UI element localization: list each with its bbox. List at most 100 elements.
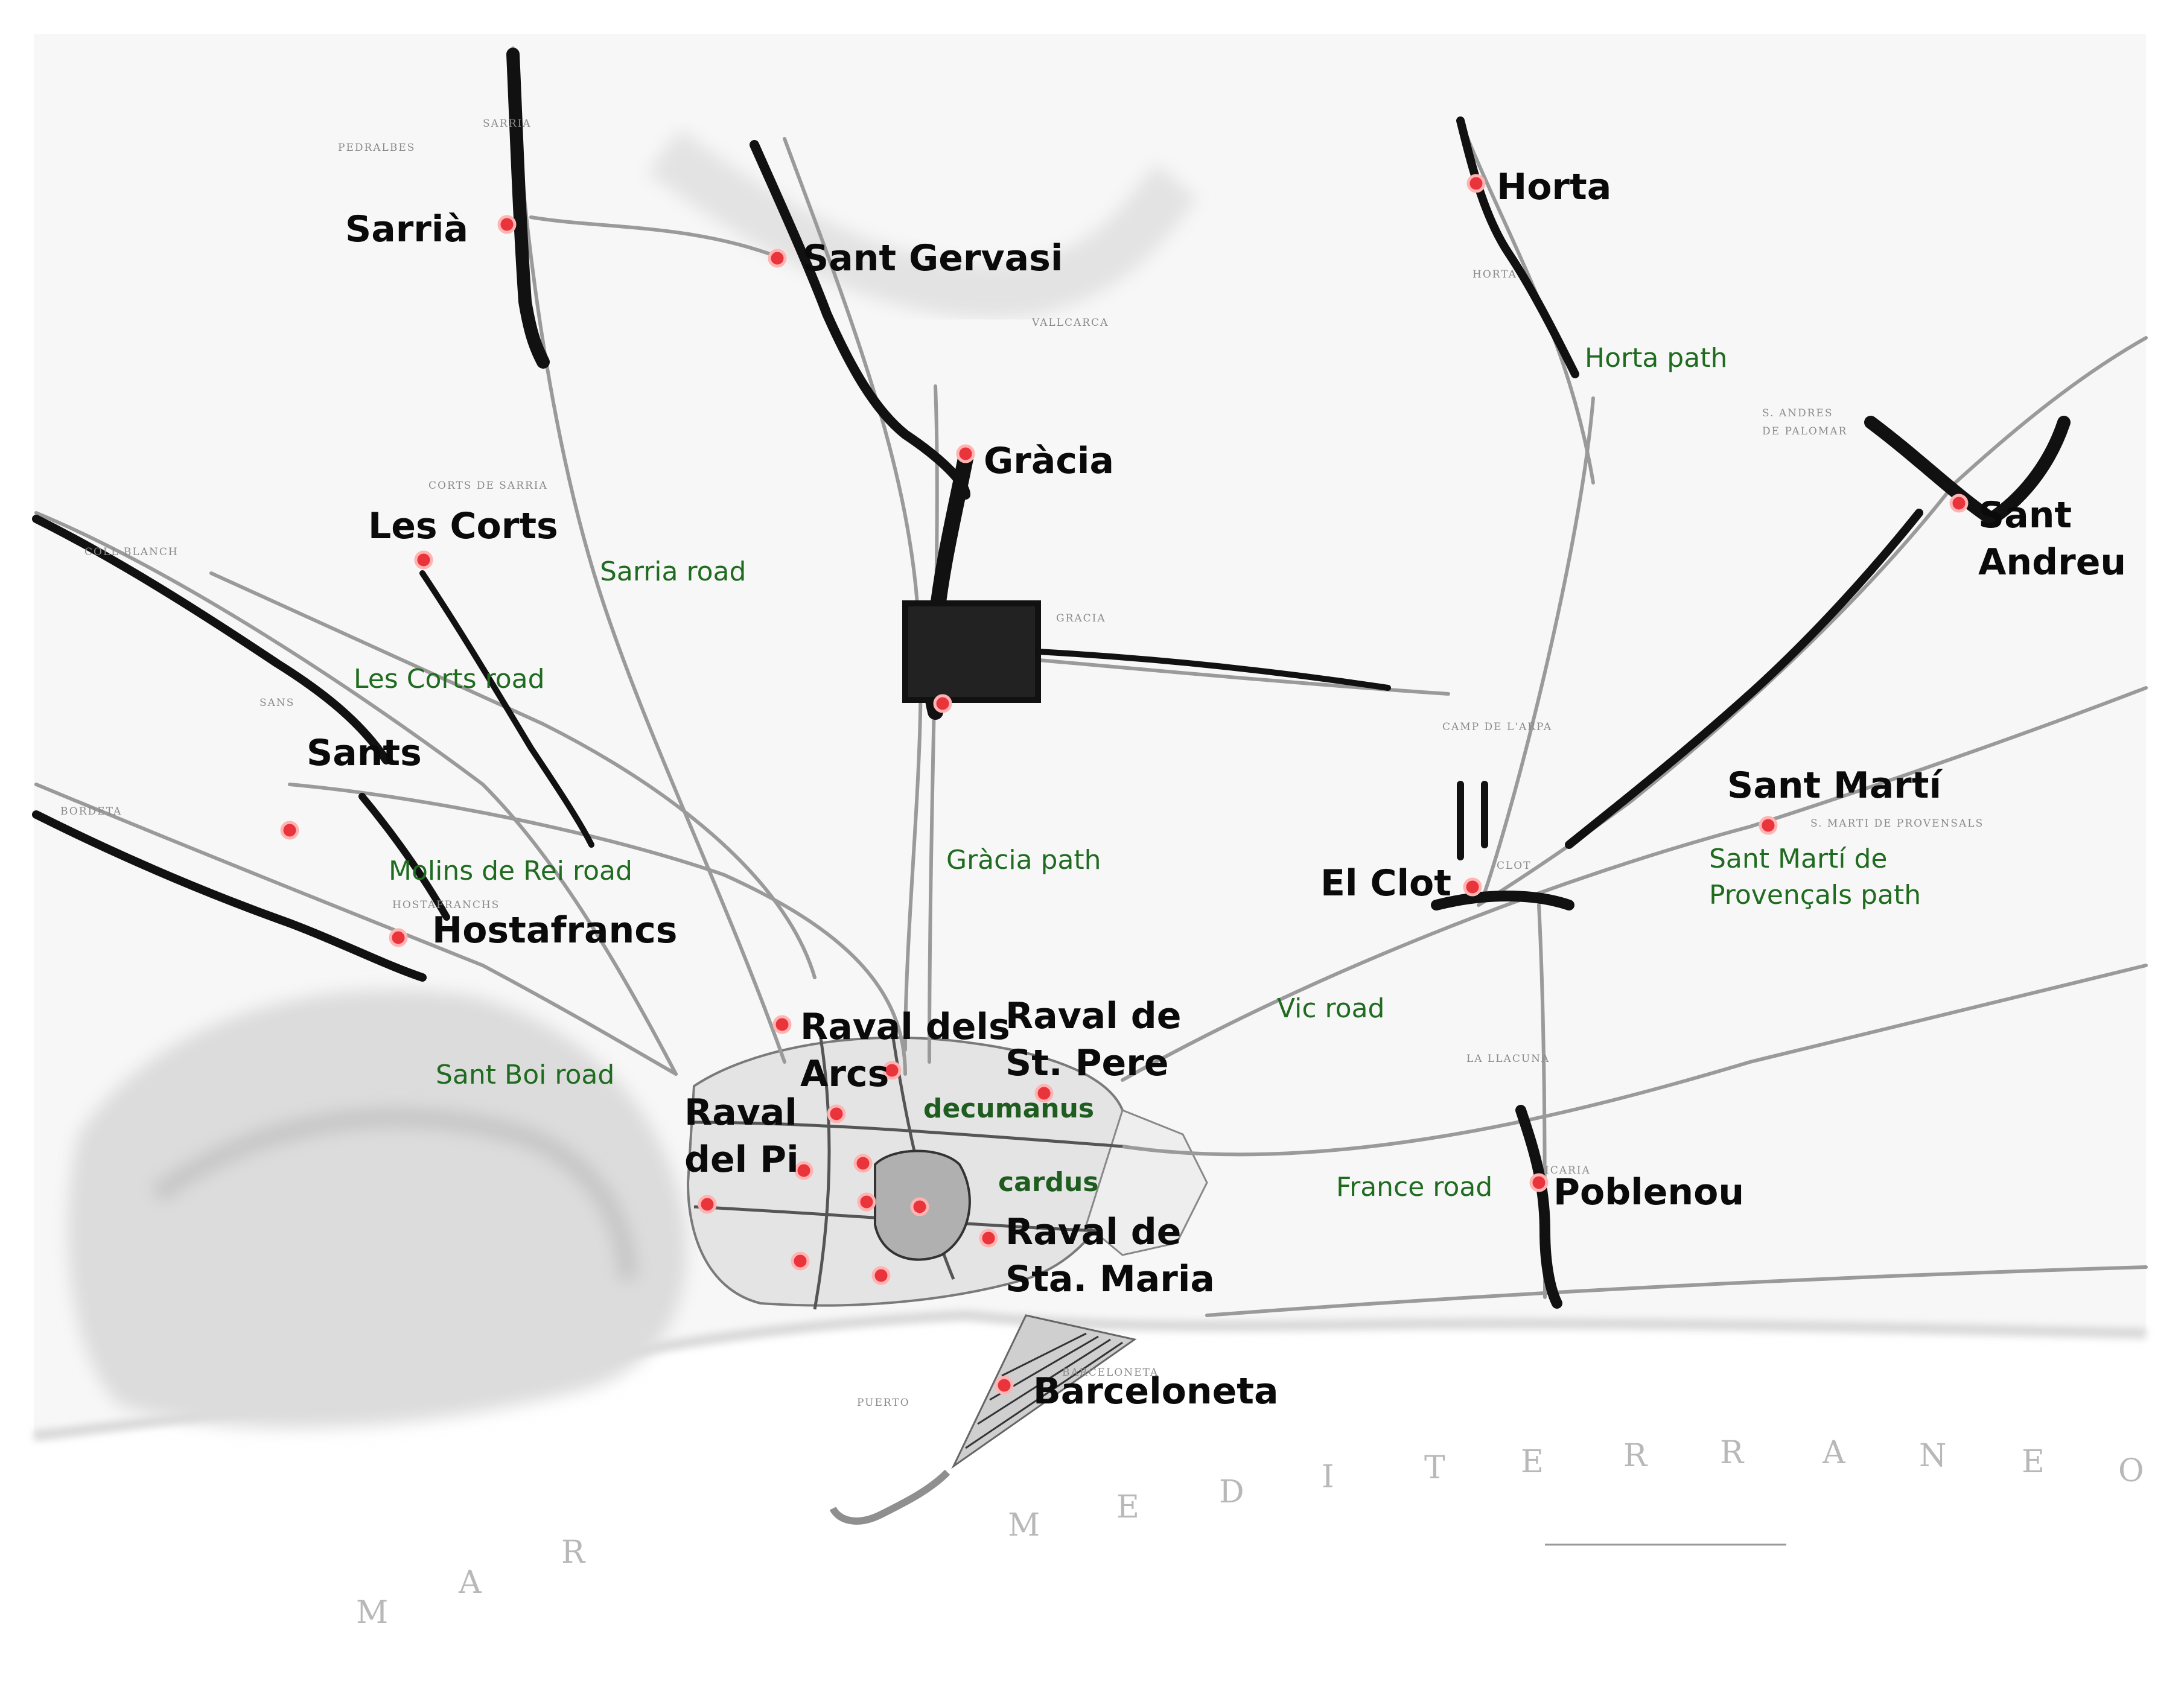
print-coll-blanch: COLL BLANCH: [84, 546, 179, 558]
sea-letter: A: [1822, 1435, 1847, 1471]
road-label-molins-road: Molins de Rei road: [389, 856, 632, 886]
label-barceloneta: Barceloneta: [1033, 1370, 1278, 1412]
marker-sant-andreu: [1949, 494, 1969, 513]
label-raval-pi-1: Raval: [684, 1092, 797, 1134]
print-puerto: PUERTO: [857, 1397, 910, 1409]
road-label-cardus: cardus: [998, 1167, 1098, 1198]
label-sant-marti: Sant Martí: [1727, 764, 1943, 807]
print-pedralbes: PEDRALBES: [338, 142, 415, 154]
marker-old-city-1: [698, 1195, 717, 1214]
road-label-sant-marti-path-2: Provençals path: [1709, 880, 1921, 910]
marker-barceloneta: [995, 1376, 1014, 1395]
road-label-sant-boi-road: Sant Boi road: [436, 1060, 614, 1090]
sea-letter: A: [458, 1565, 483, 1601]
place-labels: Sarrià Sant Gervasi Horta Gràcia Les Cor…: [307, 166, 2126, 1412]
montjuic-hill: [68, 990, 687, 1429]
road-label-sarria-road: Sarria road: [600, 556, 746, 587]
breakwater: [829, 1469, 950, 1525]
marker-hostafrancs: [389, 928, 408, 947]
marker-sant-marti: [1759, 816, 1778, 835]
sea-letter: N: [1919, 1438, 1948, 1474]
sea-letter: E: [1521, 1444, 1545, 1480]
print-vallcarca: VALLCARCA: [1031, 317, 1109, 329]
marker-poblenou: [1529, 1173, 1549, 1192]
sea-name: M A R M E D I T E R R A N E O: [356, 1435, 2145, 1631]
marker-old-city-5: [871, 1266, 891, 1285]
sea-letter: D: [1219, 1474, 1246, 1510]
marker-old-city-3: [910, 1197, 929, 1216]
print-sarria: SARRIA: [483, 118, 532, 130]
marker-raval-pi-2: [853, 1154, 873, 1173]
sea-letter: R: [1720, 1435, 1745, 1471]
print-barceloneta: BARCELONETA: [1062, 1367, 1159, 1379]
marker-raval-pere: [1034, 1084, 1054, 1103]
print-de-palomar: DE PALOMAR: [1762, 425, 1847, 437]
print-camp-arpa: CAMP DE L'ARPA: [1442, 721, 1552, 733]
print-sans: SANS: [259, 697, 294, 709]
print-icaria: ICARIA: [1545, 1165, 1591, 1177]
label-sants: Sants: [307, 732, 422, 774]
sea-letter: E: [1116, 1489, 1141, 1525]
montjuic-ridge: [151, 1108, 637, 1280]
print-hostafranchs: HOSTAFRANCHS: [392, 899, 500, 911]
label-sarria: Sarrià: [345, 208, 468, 250]
sea-letter: R: [561, 1534, 586, 1571]
sea: [34, 1315, 2146, 1645]
label-sant-andreu-1: Sant: [1978, 494, 2072, 536]
sea-letter: T: [1424, 1450, 1447, 1486]
road-label-sant-marti-path-1: Sant Martí de: [1709, 844, 1888, 874]
print-clot: CLOT: [1497, 860, 1532, 872]
map-print-labels: SARRIA PEDRALBES HORTA VALLCARCA CORTS D…: [60, 118, 1984, 1409]
label-raval-arcs-1: Raval dels: [800, 1006, 1010, 1048]
print-horta: HORTA: [1472, 269, 1517, 281]
label-raval-pere-2: St. Pere: [1005, 1042, 1169, 1084]
road-label-vic-road: Vic road: [1277, 993, 1384, 1024]
marker-raval-pi-1: [827, 1104, 846, 1123]
label-gracia: Gràcia: [984, 440, 1114, 482]
print-llacuna: LA LLACUNA: [1466, 1053, 1550, 1065]
sea-letter: M: [356, 1595, 389, 1631]
print-gracia: GRACIA: [1056, 612, 1106, 624]
road-labels: Horta path Sarria road Les Corts road Mo…: [354, 343, 1921, 1203]
collserola-shading: [648, 129, 1198, 319]
location-markers: [280, 174, 1969, 1395]
marker-raval-maria: [979, 1228, 998, 1248]
sea-letter: R: [1623, 1438, 1648, 1474]
marker-les-corts: [414, 550, 433, 570]
road-label-gracia-path: Gràcia path: [946, 845, 1101, 875]
label-raval-maria-2: Sta. Maria: [1005, 1258, 1215, 1300]
label-el-clot: El Clot: [1320, 862, 1451, 904]
print-corts-sarria: CORTS DE SARRIA: [428, 480, 548, 492]
sea-letter: I: [1322, 1459, 1336, 1495]
road-label-les-corts-road: Les Corts road: [354, 664, 545, 694]
label-les-corts: Les Corts: [368, 505, 558, 547]
print-bordeta: BORDETA: [60, 806, 122, 818]
road-label-horta-path: Horta path: [1585, 343, 1727, 373]
label-sant-gervasi: Sant Gervasi: [803, 237, 1063, 279]
sea-letter: M: [1008, 1507, 1041, 1543]
road-label-france-road: France road: [1336, 1172, 1492, 1203]
settlement-footprints: [32, 48, 2071, 1309]
label-raval-arcs-2: Arcs: [800, 1053, 889, 1095]
print-provensals: S. MARTI DE PROVENSALS: [1810, 818, 1984, 830]
marker-sant-gervasi: [768, 249, 787, 268]
marker-raval-arcs-2: [882, 1061, 902, 1080]
sea-letter: O: [2118, 1453, 2145, 1489]
marker-horta: [1466, 174, 1486, 193]
label-raval-maria-1: Raval de: [1005, 1211, 1181, 1253]
marker-raval-pi-3: [794, 1161, 813, 1180]
marker-sants: [280, 821, 299, 840]
marker-old-city-2: [857, 1192, 876, 1212]
marker-el-clot: [1463, 877, 1482, 897]
label-raval-pere-1: Raval de: [1005, 995, 1181, 1037]
label-sant-andreu-2: Andreu: [1978, 541, 2126, 583]
marker-raval-arcs-1: [772, 1015, 792, 1034]
label-raval-pi-2: del Pi: [684, 1139, 799, 1181]
label-horta: Horta: [1497, 166, 1611, 208]
marker-gracia: [956, 444, 975, 463]
print-sant-andres: S. ANDRES: [1762, 407, 1833, 419]
label-hostafrancs: Hostafrancs: [432, 909, 678, 952]
marker-old-city-4: [791, 1251, 810, 1271]
sea-letter: E: [2022, 1444, 2046, 1480]
